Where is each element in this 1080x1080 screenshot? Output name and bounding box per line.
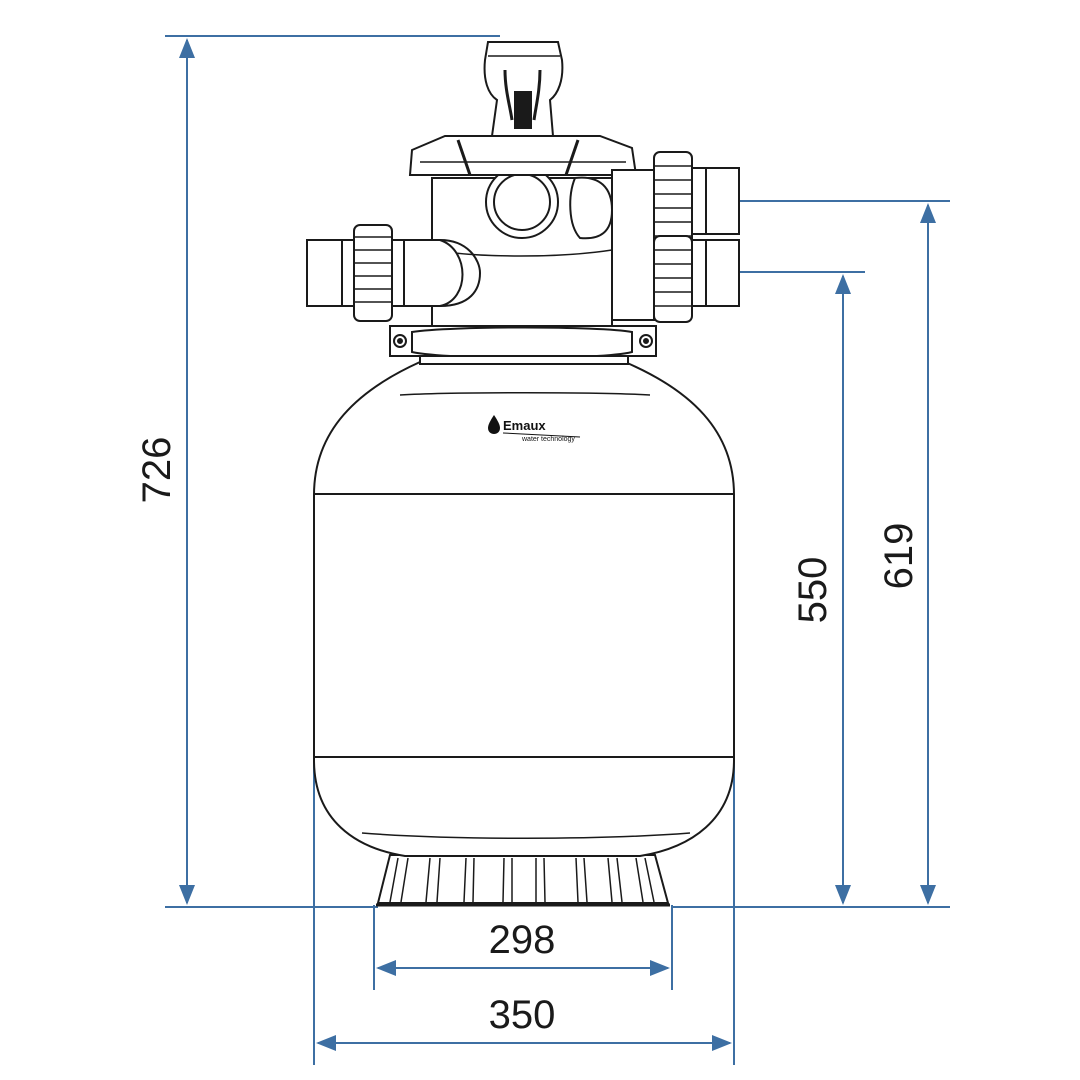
valve-handle[interactable] [483,41,564,137]
filter-tank [313,361,735,907]
body-width-label: 350 [489,993,556,1037]
outlet-height-label: 619 [877,523,921,590]
drop-icon [488,415,500,434]
tank-base [376,854,670,904]
valve-lid [408,135,638,176]
right-union-nut-lower [653,235,693,323]
tank-bottom-line [361,832,691,839]
total-height-label: 726 [135,437,179,504]
tank-shoulder-line [399,392,651,396]
brand-logo: Emaux water technology [488,415,581,443]
left-union-nut [353,224,393,322]
inlet-pipe-stub [691,239,740,307]
base-ribs [389,857,655,903]
brand-name: Emaux [503,418,546,433]
left-pipe-stub [306,239,356,307]
valve-clamp [389,325,657,365]
brand-tagline: water technology [521,436,575,443]
inlet-height-label: 550 [791,557,835,624]
tank-body [313,361,735,857]
multiport-valve [408,41,638,327]
right-pipe-unions [611,151,740,323]
outlet-pipe-stub [691,167,740,235]
base-width-label: 298 [489,918,556,962]
left-pipe-union [306,224,482,322]
